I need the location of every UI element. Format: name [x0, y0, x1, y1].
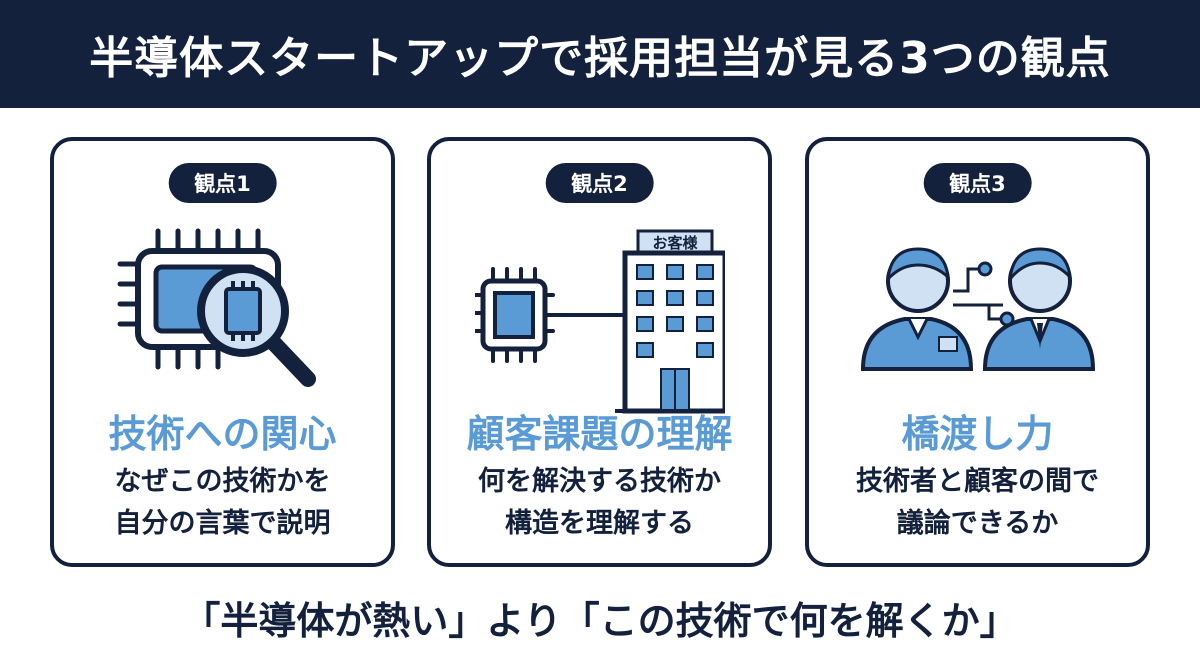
two-people-connection-icon: [860, 247, 1095, 371]
card-viewpoint-3: 観点3 橋渡し力 技術者と顧客の間で 議論できるか: [805, 137, 1150, 567]
chip-magnifier-icon: [117, 228, 316, 387]
viewpoint-badge: 観点2: [545, 163, 654, 203]
card-heading: 顧客課題の理解: [466, 412, 733, 456]
card-description-line: 自分の言葉で説明: [114, 508, 331, 539]
viewpoint-badge: 観点1: [168, 163, 277, 203]
building-sign: お客様: [652, 234, 698, 252]
card-description: 技術者と顧客の間で 議論できるか: [809, 461, 1146, 545]
card-description-line: 構造を理解する: [505, 508, 694, 539]
card-viewpoint-2: 観点2 お客様 顧客課題の理解 何を解決する技術か 構造を理解する: [427, 137, 772, 567]
card-description-line: 技術者と顧客の間で: [856, 466, 1099, 497]
card-viewpoint-1: 観点1 技術への関心 なぜこの技術かを 自分の言葉で説明: [50, 137, 395, 567]
page-title: 半導体スタートアップで採用担当が見る3つの観点: [89, 33, 1111, 84]
card-description-line: 議論できるか: [896, 508, 1059, 539]
header-bar: 半導体スタートアップで採用担当が見る3つの観点: [0, 0, 1200, 108]
card-description-line: 何を解決する技術か: [478, 466, 721, 497]
viewpoint-badge: 観点3: [923, 163, 1032, 203]
footer-message: 「半導体が熱い」より「この技術で何を解くか」: [182, 599, 1018, 643]
card-description-line: なぜこの技術かを: [114, 466, 331, 497]
card-heading: 技術への関心: [108, 412, 337, 456]
card-heading: 橋渡し力: [901, 412, 1054, 456]
chip-customer-building-icon: お客様: [474, 229, 725, 414]
card-description: なぜこの技術かを 自分の言葉で説明: [54, 461, 391, 545]
card-description: 何を解決する技術か 構造を理解する: [431, 461, 768, 545]
